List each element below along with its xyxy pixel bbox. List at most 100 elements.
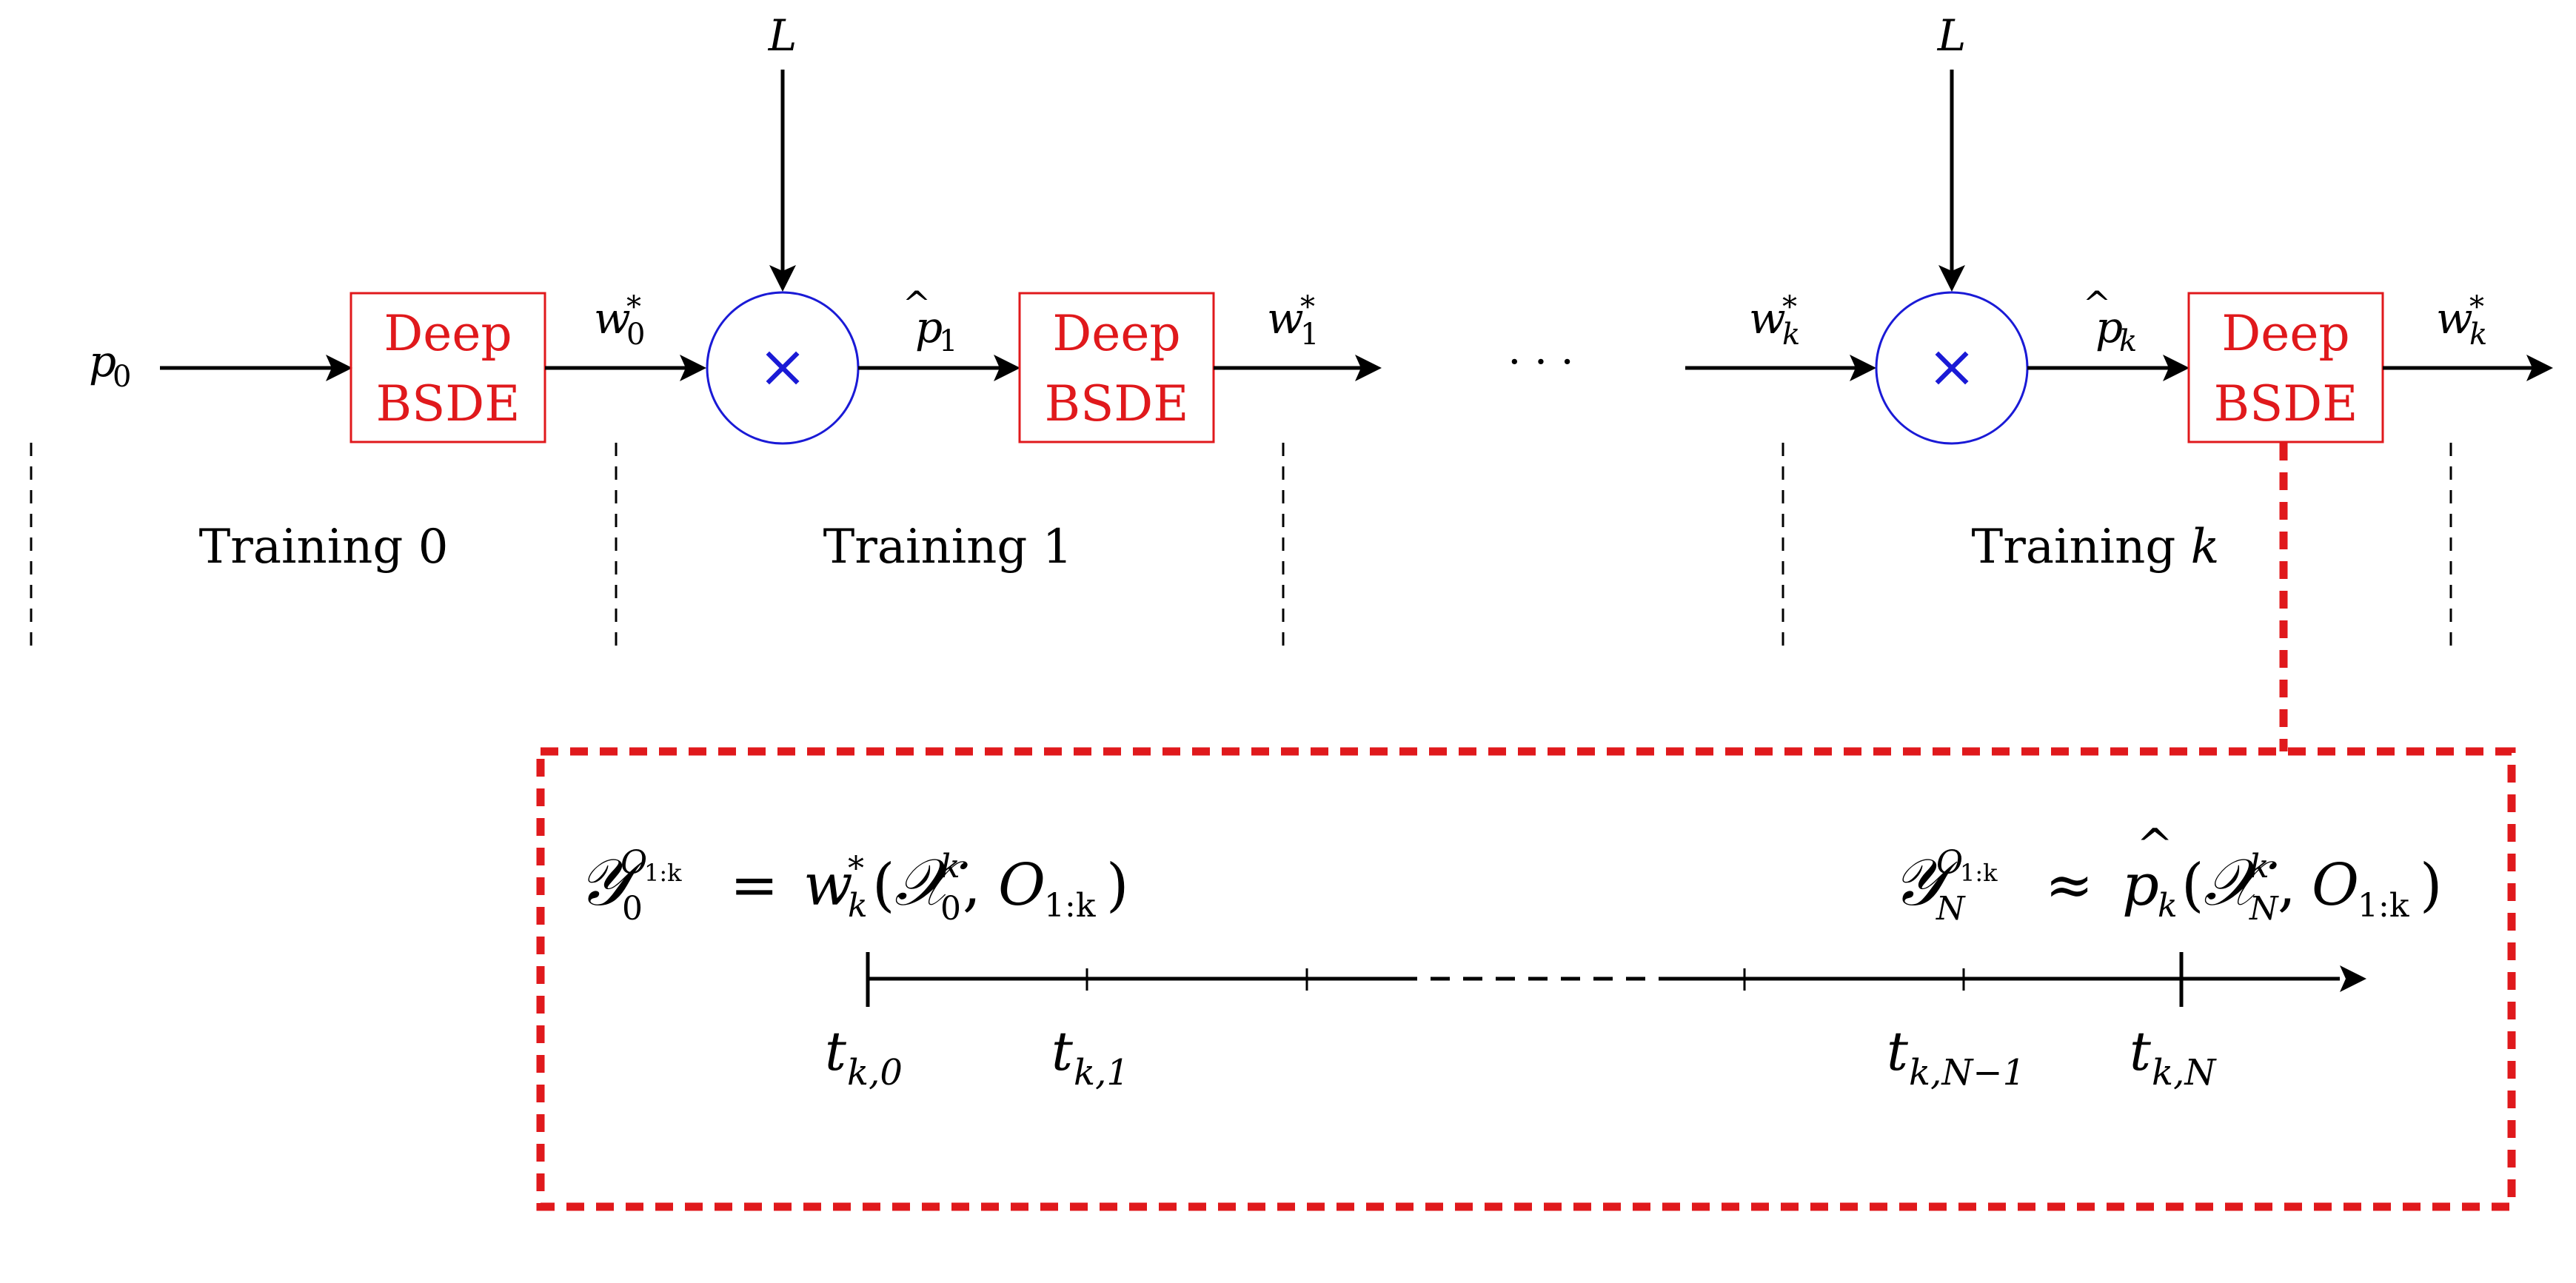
wk-star-input-label: w * k [1749, 290, 1800, 352]
tick-label-t-kN: t k,N [2130, 1020, 2217, 1093]
pk-hat-label: ^ p k [2083, 284, 2138, 358]
svg-text:1:k: 1:k [1960, 859, 1998, 887]
svg-text:N: N [1936, 890, 1966, 928]
svg-text:,: , [963, 852, 981, 919]
svg-text:0: 0 [113, 360, 131, 394]
arrow-multiplier-2-to-deep-bsde-3 [2027, 355, 2189, 381]
multiply-icon-1: × [757, 332, 807, 401]
tick-label-t-kN-1: t k,N−1 [1887, 1020, 2025, 1093]
svg-text:*: * [1782, 290, 1797, 324]
wk-star-output-label: w * k [2436, 290, 2487, 352]
svg-text:p: p [2095, 302, 2123, 352]
svg-text:1:k: 1:k [644, 859, 682, 887]
svg-text:O: O [2312, 852, 2359, 919]
svg-text:0: 0 [940, 890, 961, 928]
svg-text:p: p [2122, 852, 2159, 919]
svg-text:t: t [1887, 1020, 1909, 1082]
svg-text:w: w [2436, 293, 2473, 344]
svg-text:1:k: 1:k [2358, 887, 2409, 925]
svg-text:1: 1 [939, 324, 957, 358]
svg-text:t: t [1051, 1020, 1074, 1082]
time-axis [866, 952, 2366, 1007]
svg-text:k: k [848, 887, 868, 925]
svg-text:k: k [2158, 887, 2178, 925]
svg-text:t: t [2130, 1020, 2152, 1082]
svg-text:*: * [848, 850, 864, 888]
svg-text:): ) [1106, 852, 1128, 919]
multiplier-node-2: × [1875, 291, 2029, 445]
svg-text:k,N: k,N [2152, 1052, 2217, 1093]
svg-text:k,1: k,1 [1074, 1052, 1129, 1093]
left-equation: 𝒴 0 O 1:k = w * k ( 𝒳 k 0 , O 1:k ) [578, 844, 1128, 928]
multiplier-node-1: × [706, 291, 860, 445]
w0-star-label: w * 0 [594, 290, 645, 352]
svg-text:(: ( [872, 852, 894, 919]
svg-text:w: w [594, 293, 631, 344]
svg-text:^: ^ [2136, 820, 2173, 871]
section-label-training-1: Training 1 [823, 520, 1073, 574]
tick-label-t-k1: t k,1 [1051, 1020, 1129, 1093]
svg-text:p: p [915, 302, 943, 352]
svg-text:1:k: 1:k [1044, 887, 1096, 925]
svg-text:k,0: k,0 [847, 1052, 903, 1093]
arrow-multiplier-1-to-deep-bsde-2 [858, 355, 1020, 381]
L-input-label-1: L [768, 10, 797, 61]
arrow-wk-to-multiplier-2 [1685, 355, 1876, 381]
svg-text:k: k [2119, 324, 2137, 358]
arrow-L-to-multiplier-1 [769, 70, 796, 292]
arrow-L-to-multiplier-2 [1938, 70, 1965, 292]
tick-label-t-k0: t k,0 [825, 1020, 903, 1093]
p0-label: p 0 [89, 336, 131, 394]
w1-star-label: w * 1 [1267, 290, 1319, 352]
deep-bsde-block-2: Deep BSDE [1018, 292, 1215, 443]
svg-text:N: N [2249, 890, 2279, 928]
svg-text:O: O [620, 844, 647, 882]
L-input-label-2: L [1937, 10, 1967, 61]
deep-bsde-2-label-top: Deep [1052, 305, 1180, 362]
time-axis-arrowhead [2340, 965, 2366, 992]
svg-text:^: ^ [903, 284, 931, 324]
deep-bsde-2-label-bottom: BSDE [1045, 375, 1189, 432]
arrow-deep-bsde-2-output [1214, 355, 1382, 381]
section-label-training-k: Training k [1972, 520, 2220, 574]
svg-text:w: w [1267, 293, 1304, 344]
deep-bsde-1-label-top: Deep [384, 305, 512, 362]
svg-text:(: ( [2181, 852, 2204, 919]
svg-text:k: k [2469, 318, 2487, 352]
svg-text:*: * [626, 290, 641, 324]
svg-text:k: k [940, 848, 960, 885]
deep-bsde-block-3: Deep BSDE [2187, 292, 2384, 443]
svg-text:≈: ≈ [2045, 852, 2093, 919]
svg-text:t: t [825, 1020, 847, 1082]
svg-text:k: k [2249, 848, 2269, 885]
pipeline-ellipsis: · · · [1508, 338, 1573, 386]
svg-text:=: = [730, 852, 778, 919]
detail-box [536, 747, 2516, 1211]
deep-bsde-3-label-bottom: BSDE [2214, 375, 2358, 432]
right-equation: 𝒴 N O 1:k ≈ ^ p k ( 𝒳 k N , O 1:k ) [1892, 820, 2442, 928]
svg-text:): ) [2420, 852, 2442, 919]
arrow-deep-bsde-3-output [2383, 355, 2553, 381]
svg-text:k,N−1: k,N−1 [1909, 1052, 2025, 1093]
svg-text:O: O [1936, 844, 1963, 882]
svg-text:*: * [2469, 290, 2484, 324]
section-label-training-0: Training 0 [199, 520, 449, 574]
svg-text:0: 0 [622, 890, 643, 928]
multiply-icon-2: × [1927, 332, 1976, 401]
deep-bsde-3-label-top: Deep [2221, 305, 2349, 362]
svg-text:O: O [998, 852, 1046, 919]
svg-text:,: , [2278, 852, 2296, 919]
deep-bsde-block-1: Deep BSDE [349, 292, 546, 443]
svg-text:0: 0 [626, 318, 645, 352]
arrow-p0-to-deep-bsde-1 [160, 355, 352, 381]
deep-bsde-1-label-bottom: BSDE [376, 375, 521, 432]
p1-hat-label: ^ p 1 [903, 284, 958, 358]
svg-text:*: * [1300, 290, 1315, 324]
svg-text:k: k [1782, 318, 1800, 352]
svg-text:p: p [89, 336, 116, 386]
section-separators [30, 443, 2452, 651]
svg-text:w: w [803, 852, 853, 919]
arrow-deep-bsde-1-to-multiplier-1 [545, 355, 706, 381]
